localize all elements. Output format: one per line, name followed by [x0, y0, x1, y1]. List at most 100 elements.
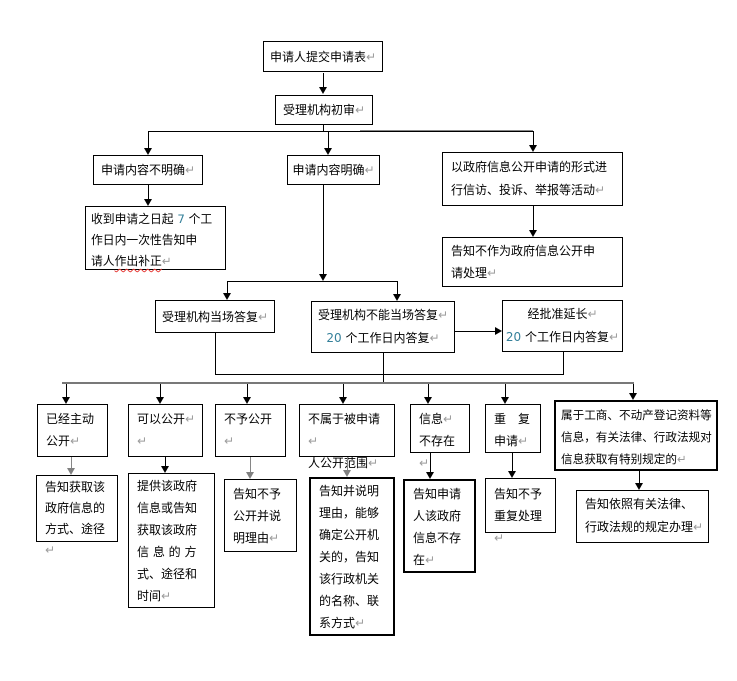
connector-line — [533, 131, 534, 145]
connector-line-gray — [250, 457, 251, 472]
node-onspot-reply: 受理机构当场答复↵ — [155, 300, 275, 333]
node-notify-no-repeat: 告知不予 重复处理↵ — [485, 478, 556, 545]
node-text: 告知不予 公开并说 明理由↵ — [233, 487, 282, 545]
connector-line — [160, 384, 161, 397]
arrowhead-down — [508, 471, 516, 478]
node-info-not-exist: 信息↵ 不存在↵ — [410, 404, 470, 470]
node-notify-by-law: 告知依照有关法律、 行政法规的规定办理↵ — [576, 490, 709, 543]
connector-line-gray — [360, 130, 533, 131]
node-notify-explain: 告知并说明 理由，能够 确定公开机 关的，告知 该行政机关 的名称、联 系方式↵ — [309, 477, 395, 636]
node-text: 以政府信息公开申请的形式进 行信访、投诉、举报等活动↵ — [451, 160, 608, 197]
node-submit-form: 申请人提交申请表↵ — [263, 41, 383, 72]
connector-line — [148, 131, 534, 132]
connector-line — [215, 374, 564, 375]
arrowhead-down — [144, 199, 152, 206]
node-text: 收到申请之日起 7 个工 作日内一次性告知申 请人作出补正↵ — [91, 212, 213, 268]
arrowhead-down — [62, 397, 70, 404]
fan-line — [62, 382, 634, 384]
connector-line — [323, 125, 324, 132]
node-can-public: 可以公开↵ ↵ — [128, 404, 203, 457]
connector-line — [533, 206, 534, 230]
connector-line — [148, 185, 149, 199]
connector-line — [247, 384, 248, 397]
node-notify-reason: 告知不予 公开并说 明理由↵ — [224, 479, 297, 552]
node-text: 不予公开↵ — [224, 412, 273, 448]
connector-line — [397, 281, 398, 294]
node-text: 申请人提交申请表↵ — [269, 49, 377, 64]
arrowhead-down — [319, 274, 327, 281]
node-repeated-request: 重 复 申请↵ — [485, 404, 541, 453]
node-text: 提供该政府 信息或告知 获取该政府 信 息 的 方 式、途径和 时间↵ — [137, 479, 198, 603]
arrowhead-down — [223, 293, 231, 300]
node-special-regulated: 属于工商、不动产登记资料等 信息，有关法律、行政法规对 信息获取有特别规定的↵ — [554, 400, 718, 471]
node-notify-not-exist: 告知申请 人该政府 信息不存 在↵ — [403, 479, 476, 573]
connector-line — [633, 384, 634, 393]
arrowhead-down — [501, 397, 509, 404]
connector-line — [323, 185, 324, 274]
arrowhead-down — [246, 472, 254, 479]
arrowhead-down — [424, 397, 432, 404]
arrowhead-down — [529, 145, 537, 152]
node-text: 申请内容明确↵ — [292, 163, 375, 177]
node-provide-info: 提供该政府 信息或告知 获取该政府 信 息 的 方 式、途径和 时间↵ — [128, 473, 215, 608]
connector-line — [639, 471, 640, 483]
connector-line — [343, 384, 344, 397]
node-text: 已经主动 公开↵ — [46, 412, 95, 448]
connector-line — [505, 384, 506, 397]
node-text: 告知申请 人该政府 信息不存 在↵ — [413, 487, 462, 567]
node-text: 受理机构初审↵ — [282, 103, 366, 117]
node-notify-correction: 收到申请之日起 7 个工 作日内一次性告知申 请人作出补正↵ — [85, 206, 226, 270]
node-text: 申请内容不明确↵ — [100, 163, 196, 177]
arrowhead-down — [67, 468, 75, 475]
connector-line — [512, 453, 513, 471]
node-already-public: 已经主动 公开↵ — [37, 404, 108, 457]
connector-line — [383, 353, 384, 384]
node-text: 告知依照有关法律、 行政法规的规定办理↵ — [585, 497, 704, 534]
connector-line — [148, 131, 149, 148]
connector-line-gray — [71, 457, 72, 468]
arrowhead-down — [161, 466, 169, 473]
arrowhead-down — [635, 483, 643, 490]
arrowhead-down — [156, 397, 164, 404]
arrowhead-down — [426, 472, 434, 479]
node-text: 受理机构不能当场答复↵ 20 个工作日内答复↵ — [317, 308, 449, 345]
connector-line-gray — [347, 457, 348, 470]
arrowhead-down — [629, 393, 637, 400]
arrowhead-down — [319, 87, 327, 94]
arrowhead-down — [339, 397, 347, 404]
node-text: 可以公开↵ ↵ — [137, 412, 196, 448]
node-not-in-scope: 不属于被申请↵ 人公开范围↵ — [299, 404, 395, 470]
connector-line — [227, 281, 398, 282]
node-petition-activity: 以政府信息公开申请的形式进 行信访、投诉、举报等活动↵ — [442, 152, 623, 206]
connector-line — [430, 453, 431, 472]
connector-line — [323, 73, 324, 88]
node-text: 信息↵ 不存在↵ — [419, 412, 456, 470]
node-text: 重 复 申请↵ — [494, 412, 531, 448]
node-text: 属于工商、不动产登记资料等 信息，有关法律、行政法规对 信息获取有特别规定的↵ — [561, 408, 712, 466]
node-text: 告知并说明 理由，能够 确定公开机 关的，告知 该行政机关 的名称、联 系方式↵ — [319, 484, 380, 630]
node-text: 受理机构当场答复↵ — [161, 309, 269, 324]
node-not-public: 不予公开↵ — [215, 404, 286, 457]
connector-line — [428, 384, 429, 397]
connector-line — [66, 384, 67, 397]
connector-line — [215, 333, 216, 375]
node-content-unclear: 申请内容不明确↵ — [93, 155, 203, 185]
connector-line — [455, 331, 495, 332]
arrowhead-down — [324, 148, 332, 155]
node-not-as-request: 告知不作为政府信息公开申 请处理↵ — [442, 237, 623, 287]
node-initial-review: 受理机构初审↵ — [275, 95, 373, 125]
connector-line — [227, 281, 228, 293]
node-text: 告知获取该 政府信息的 方式、途径↵ — [45, 480, 106, 557]
node-text: 不属于被申请↵ 人公开范围↵ — [308, 412, 381, 470]
node-extended-reply: 经批准延长↵ 20 个工作日内答复↵ — [502, 300, 623, 352]
node-text: 告知不作为政府信息公开申 请处理↵ — [451, 244, 596, 280]
arrowhead-down — [144, 148, 152, 155]
node-notify-way: 告知获取该 政府信息的 方式、途径↵ — [36, 475, 118, 557]
arrowhead-down — [393, 294, 401, 301]
node-reply-within-20-days: 受理机构不能当场答复↵ 20 个工作日内答复↵ — [311, 301, 455, 353]
arrowhead-down — [529, 230, 537, 237]
arrowhead-down — [343, 470, 351, 477]
connector-line — [165, 457, 166, 466]
node-text: 告知不予 重复处理↵ — [494, 487, 543, 545]
